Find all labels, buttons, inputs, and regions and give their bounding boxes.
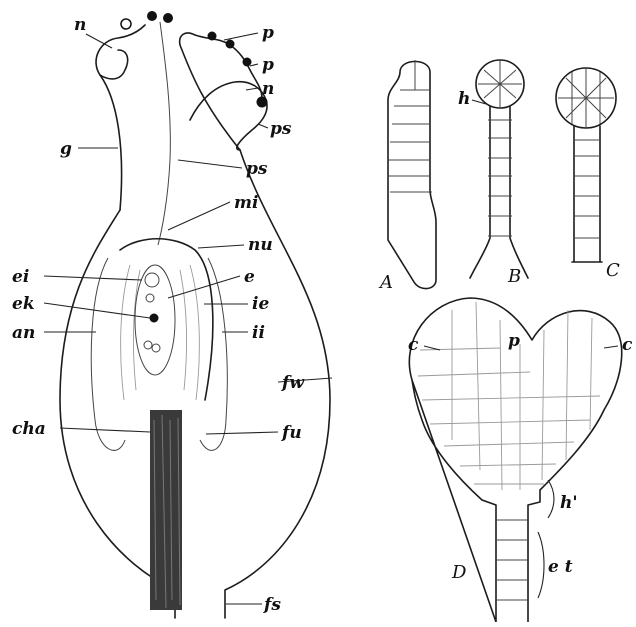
label-et: e t [548, 557, 573, 577]
label-an: an [12, 323, 35, 343]
pistil-drawing: n p p n ps g ps mi nu ei e ek ie an ii f… [12, 11, 332, 618]
embryo-C: C [556, 68, 620, 281]
label-fu: fu [281, 423, 302, 443]
pollen-grain [163, 13, 173, 23]
embryo-C-head-cells [558, 68, 614, 128]
embryo-D-suspensor-cells [496, 520, 528, 600]
label-p1: p [262, 23, 274, 43]
embryo-C-suspensor [572, 126, 602, 262]
label-ps-right: ps [270, 119, 292, 139]
label-h-prime: h' [560, 493, 578, 513]
leader-ps-right [258, 124, 268, 128]
label-ei: ei [12, 267, 29, 287]
pollen-grain [147, 11, 157, 21]
pollen-grain [243, 58, 252, 67]
embryo-B: h B [458, 60, 528, 287]
leader-p1 [224, 33, 258, 40]
pollen-grain [121, 19, 131, 29]
antipodal-cell [144, 341, 152, 349]
embryo-B-cells [488, 120, 512, 236]
synergid [146, 294, 154, 302]
brace-h-prime [548, 480, 554, 518]
stigma-left-lobe [100, 50, 128, 79]
caption-D: D [451, 562, 467, 583]
pollen-tube [158, 22, 170, 245]
pollen-grain [226, 40, 235, 49]
leader-fu [206, 432, 278, 434]
label-ek: ek [12, 294, 35, 314]
embryo-D: c p c h' e t D [408, 298, 633, 622]
integument-lines [121, 265, 200, 400]
pollen-grain [208, 32, 217, 41]
embryo-B-suspensor [470, 106, 528, 278]
label-c-left: c [408, 335, 419, 355]
leader-nu [198, 245, 244, 248]
label-nu: nu [248, 235, 273, 255]
embryo-A: A [378, 60, 436, 293]
embryo-C-cells [574, 140, 600, 238]
label-ii: ii [252, 323, 265, 343]
label-e: e [244, 267, 255, 287]
label-fw: fw [281, 373, 305, 393]
leader-c-right [604, 346, 618, 348]
label-n-right: n [262, 79, 274, 99]
embryo-A-cells [388, 60, 432, 192]
caption-B: B [507, 266, 521, 287]
leader-cha [60, 428, 150, 432]
embryo-A-outline [388, 62, 436, 289]
label-mi: mi [234, 193, 258, 213]
label-h: h [458, 89, 470, 109]
embryo-B-head-cells [478, 60, 522, 108]
caption-C: C [606, 260, 620, 281]
label-cha: cha [12, 419, 46, 439]
antipodal-cell [152, 344, 160, 352]
egg-apparatus [145, 273, 159, 287]
label-g: g [60, 139, 72, 159]
label-p2: p [262, 55, 274, 75]
leader-p2 [250, 64, 258, 66]
brace-et [538, 532, 544, 598]
label-p: p [508, 331, 520, 351]
label-n-top: n [74, 15, 86, 35]
leader-mi [168, 202, 230, 230]
label-c-right: c [622, 335, 633, 355]
secondary-nucleus [150, 314, 159, 323]
leader-n-right [246, 88, 258, 90]
leader-e [168, 276, 240, 298]
leader-ps-mid [178, 160, 242, 168]
style-left [96, 25, 145, 210]
label-ps-mid: ps [246, 159, 268, 179]
label-ie: ie [252, 294, 269, 314]
label-fs: fs [263, 595, 281, 615]
caption-A: A [378, 272, 393, 293]
